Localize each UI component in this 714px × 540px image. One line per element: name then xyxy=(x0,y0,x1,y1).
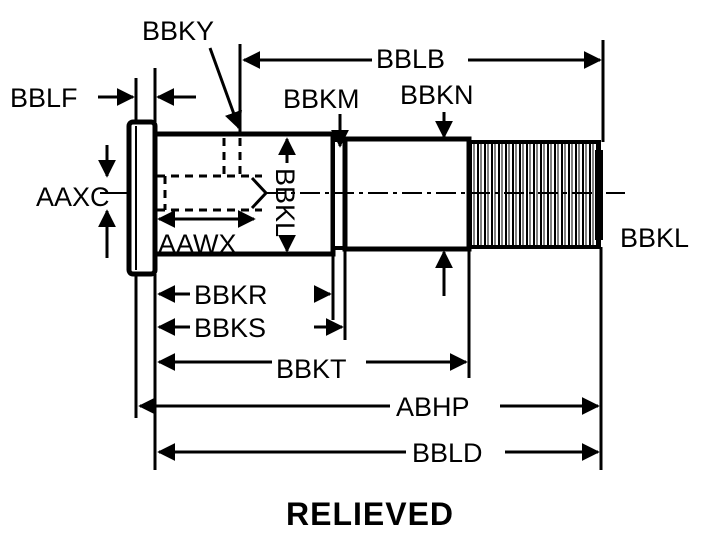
label-bblb: BBLB xyxy=(376,44,445,74)
label-bbkn: BBKN xyxy=(400,80,474,110)
label-aawx: AAWX xyxy=(158,229,237,259)
label-bbkt: BBKT xyxy=(276,354,347,384)
label-aaxc: AAXC xyxy=(36,182,110,212)
label-bbkl-right: BBKL xyxy=(620,223,689,253)
label-bbky: BBKY xyxy=(142,16,214,46)
dimension-lines xyxy=(98,40,605,470)
label-abhp: ABHP xyxy=(396,392,470,422)
drill-point xyxy=(250,176,269,210)
head-flange xyxy=(126,119,158,277)
label-bblf: BBLF xyxy=(10,83,78,113)
thread-end-chamfer xyxy=(595,150,603,240)
label-bbkl-vertical: BBKL xyxy=(270,168,300,237)
drawing-title: RELIEVED xyxy=(286,496,454,532)
label-bbkr: BBKR xyxy=(194,280,268,310)
label-bbks: BBKS xyxy=(194,313,266,343)
dimension-labels: BBKY BBLB BBLF BBKM BBKN AAXC BBKL AAWX … xyxy=(10,16,689,532)
threaded-section xyxy=(467,140,601,249)
label-bbld: BBLD xyxy=(412,438,483,468)
label-bbkm: BBKM xyxy=(283,84,360,114)
